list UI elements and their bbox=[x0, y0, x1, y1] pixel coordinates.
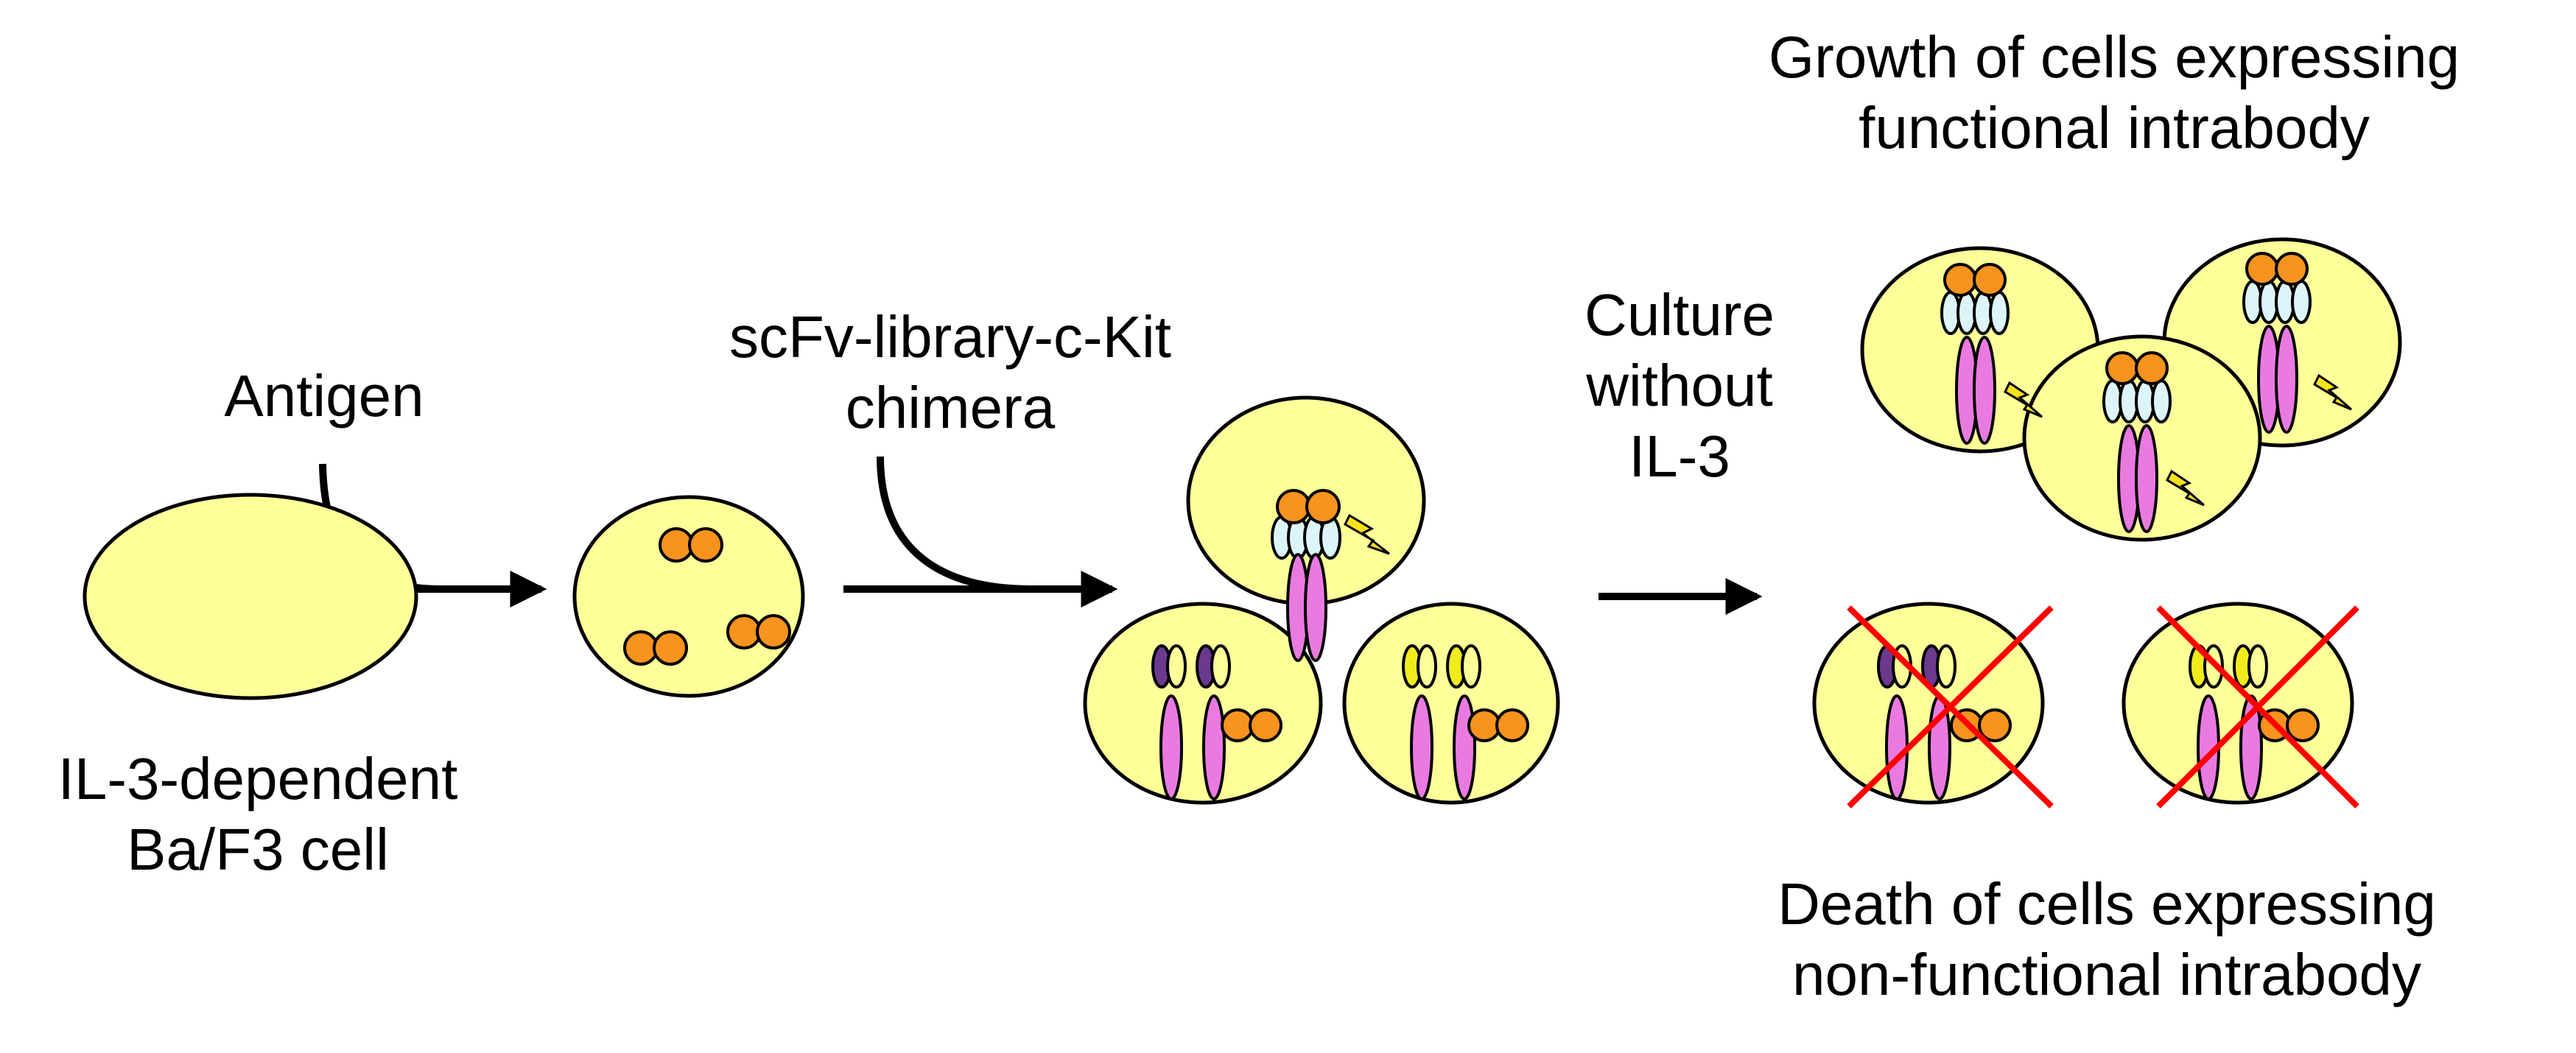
chimera-label: scFv-library-c-Kit chimera bbox=[663, 302, 1238, 443]
lightning-icon bbox=[2166, 469, 2205, 507]
lightning-icon bbox=[2313, 373, 2352, 411]
growth-label-line1: Growth of cells expressing bbox=[1768, 24, 2460, 90]
death-label-line1: Death of cells expressing bbox=[1777, 871, 2436, 937]
receptor-functional bbox=[1271, 489, 1390, 662]
red-cross-icon bbox=[1847, 605, 2054, 809]
receptor-growth-2 bbox=[2102, 351, 2205, 533]
cell-label-line1: IL-3-dependent bbox=[57, 746, 458, 811]
antigen-cell bbox=[572, 495, 805, 698]
bafe3-cell bbox=[83, 493, 418, 700]
culture-label-line3: IL-3 bbox=[1629, 423, 1730, 489]
culture-label-line1: Culture bbox=[1584, 282, 1775, 348]
culture-label-line2: without bbox=[1586, 353, 1773, 418]
antigen-dimer bbox=[726, 614, 791, 649]
lightning-icon bbox=[2004, 381, 2043, 418]
antigen-dimer bbox=[659, 527, 723, 563]
receptor-purple bbox=[1151, 644, 1282, 800]
antigens-antigen-cell bbox=[623, 527, 791, 666]
receptor-yellow bbox=[1402, 644, 1529, 800]
culture-label: Culture without IL-3 bbox=[1540, 280, 1819, 492]
chimera-label-line2: chimera bbox=[845, 375, 1056, 440]
lightning-icon bbox=[1344, 513, 1390, 555]
antigen-label: Antigen bbox=[224, 363, 424, 429]
cell-label-line2: Ba/F3 cell bbox=[127, 817, 389, 882]
death-cell-1 bbox=[1812, 602, 2045, 805]
death-label-line2: non-functional intrabody bbox=[1792, 942, 2421, 1007]
chimera-label-line1: scFv-library-c-Kit bbox=[729, 304, 1171, 370]
death-label: Death of cells expressing non-functional… bbox=[1665, 869, 2549, 1010]
cell-yellow bbox=[1342, 602, 1560, 805]
chimera-curve bbox=[877, 456, 1032, 593]
antigen-dimer bbox=[623, 630, 688, 666]
cell-purple bbox=[1083, 602, 1323, 805]
growth-label-line2: functional intrabody bbox=[1859, 95, 2370, 161]
death-cell-2 bbox=[2121, 602, 2354, 805]
cell-label: IL-3-dependent Ba/F3 cell bbox=[7, 744, 508, 885]
receptor-growth-1 bbox=[1940, 263, 2043, 445]
red-cross-icon bbox=[2156, 605, 2359, 809]
growth-label: Growth of cells expressing functional in… bbox=[1672, 22, 2556, 163]
receptor-growth-3 bbox=[2242, 252, 2352, 434]
